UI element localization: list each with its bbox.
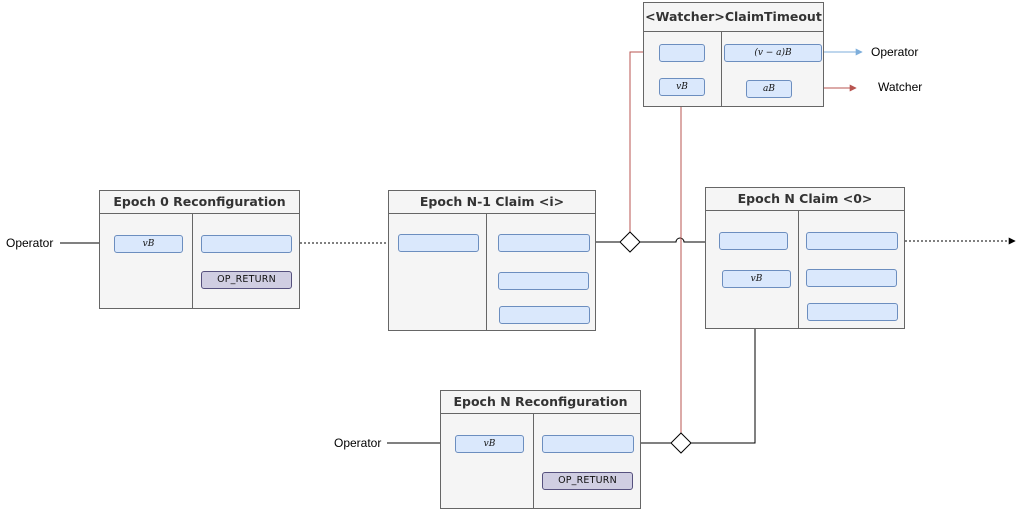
epochN1-input xyxy=(398,234,479,252)
epochN-reconf-input: vB xyxy=(455,435,524,453)
epochN1-output-3 xyxy=(499,306,590,324)
epochN1-output-2 xyxy=(498,272,589,290)
epochN-reconf-title: Epoch N Reconfiguration xyxy=(441,391,640,414)
operator-label-bottom: Operator xyxy=(334,436,382,450)
epochN-claim-box: Epoch N Claim <0> vB xyxy=(705,187,905,329)
claim-timeout-output-watcher: aB xyxy=(746,80,792,98)
epochN-reconf-op-return: OP_RETURN xyxy=(542,472,633,490)
claim-timeout-output-operator: (v − a)B xyxy=(724,44,822,62)
claim-timeout-input-1 xyxy=(659,44,705,62)
epochN-title: Epoch N Claim <0> xyxy=(706,188,904,211)
claim-timeout-title-main: ClaimTimeout xyxy=(724,9,822,24)
epoch0-op-return: OP_RETURN xyxy=(201,271,292,289)
epochN1-divider xyxy=(486,213,487,330)
epochN-reconf-divider xyxy=(533,413,534,508)
claim-timeout-input-vB: vB xyxy=(659,78,705,96)
diamond-junction-lower xyxy=(670,432,692,454)
epochN-reconfiguration-box: Epoch N Reconfiguration vB OP_RETURN xyxy=(440,390,641,509)
epochN-input-1 xyxy=(719,232,788,250)
claim-timeout-divider xyxy=(721,31,722,106)
epoch0-reconfiguration-box: Epoch 0 Reconfiguration vB OP_RETURN xyxy=(99,190,300,309)
epoch0-output xyxy=(201,235,292,253)
watcher-label: Watcher xyxy=(878,80,923,94)
epochN-divider xyxy=(798,210,799,328)
epochN-output-2 xyxy=(806,269,897,287)
diamond-junction-upper xyxy=(619,231,641,253)
claim-timeout-title: <Watcher>ClaimTimeout xyxy=(644,3,823,32)
epochN-input-vB: vB xyxy=(722,270,791,288)
epochN-output-1 xyxy=(806,232,898,250)
operator-label-top: Operator xyxy=(871,45,919,59)
epochN1-output-1 xyxy=(498,234,590,252)
claim-timeout-box: <Watcher>ClaimTimeout vB (v − a)B aB xyxy=(643,2,824,107)
epoch0-input: vB xyxy=(114,235,183,253)
epochN-reconf-output xyxy=(542,435,634,453)
epochN-output-3 xyxy=(807,303,898,321)
epoch0-title: Epoch 0 Reconfiguration xyxy=(100,191,299,214)
claim-timeout-title-prefix: <Watcher> xyxy=(645,9,725,24)
operator-label-left: Operator xyxy=(6,236,54,250)
wire-diamond-epochN xyxy=(640,237,719,246)
epochN1-claim-box: Epoch N-1 Claim <i> xyxy=(388,190,596,331)
epoch0-divider xyxy=(192,213,193,308)
wire-diamond-epochN-vB xyxy=(691,287,759,444)
epochN1-title: Epoch N-1 Claim <i> xyxy=(389,191,595,214)
